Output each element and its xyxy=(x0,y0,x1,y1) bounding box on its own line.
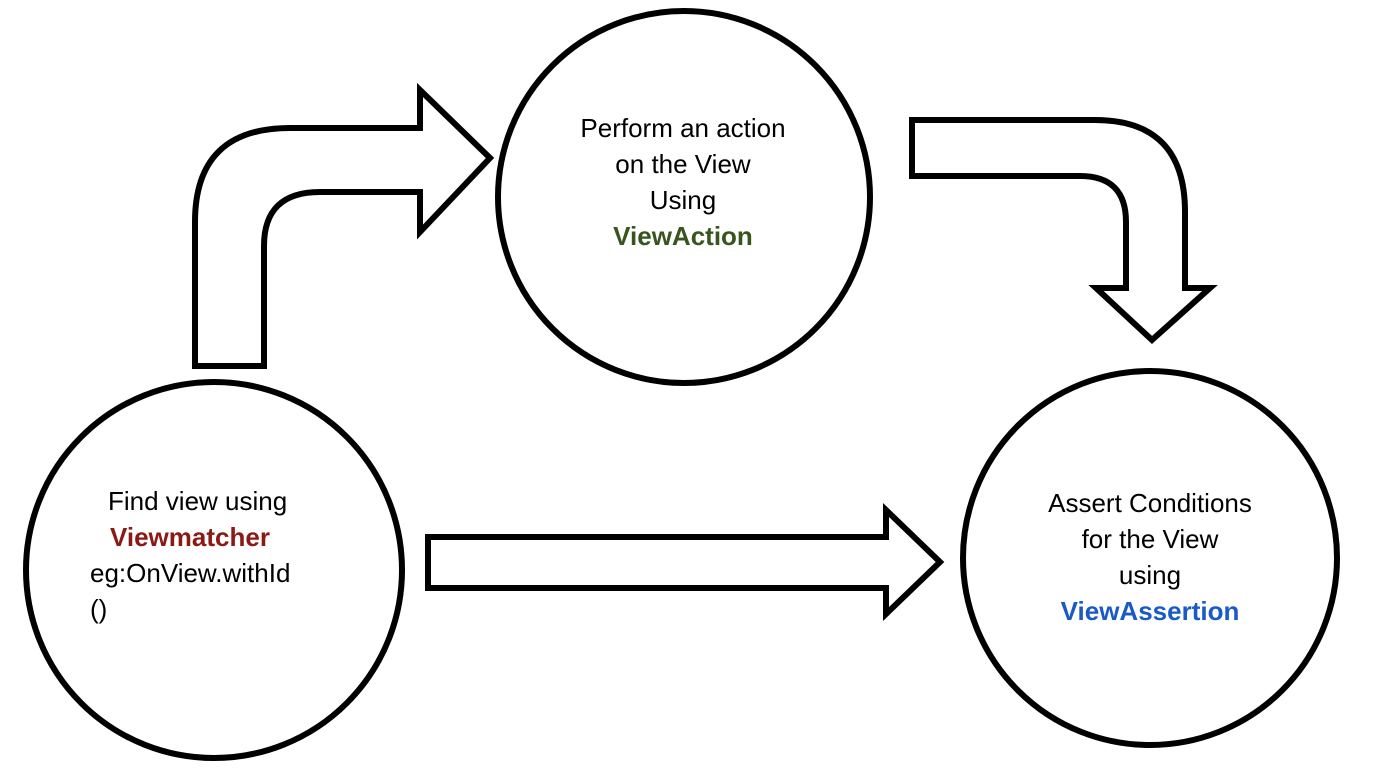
perform-action-line-2: on the View xyxy=(615,149,751,179)
viewmatcher-keyword: Viewmatcher xyxy=(110,522,270,552)
assert-line-2: for the View xyxy=(1081,524,1219,554)
perform-action-line-1: Perform an action xyxy=(580,113,786,143)
find-view-label: Find view using Viewmatcher eg:OnView.wi… xyxy=(90,483,350,627)
viewassertion-keyword: ViewAssertion xyxy=(1060,596,1240,626)
find-view-line-1: Find view using xyxy=(108,486,288,516)
find-view-example: eg:OnView.withId xyxy=(90,558,291,588)
assert-conditions-label: Assert Conditions for the View using Vie… xyxy=(1000,485,1300,629)
find-view-node xyxy=(23,379,405,761)
assert-conditions-node xyxy=(960,368,1340,748)
arrow-find-to-action-icon xyxy=(192,82,495,369)
assert-line-1: Assert Conditions xyxy=(1048,488,1252,518)
perform-action-line-3: Using xyxy=(649,185,717,215)
arrow-action-to-assert-icon xyxy=(909,117,1218,345)
arrow-find-to-assert-icon xyxy=(425,502,945,622)
perform-action-node xyxy=(495,8,873,386)
perform-action-label: Perform an action on the View Using View… xyxy=(533,110,833,254)
find-view-example-parens: () xyxy=(90,594,108,624)
viewaction-keyword: ViewAction xyxy=(613,221,753,251)
assert-line-3: using xyxy=(1118,560,1182,590)
